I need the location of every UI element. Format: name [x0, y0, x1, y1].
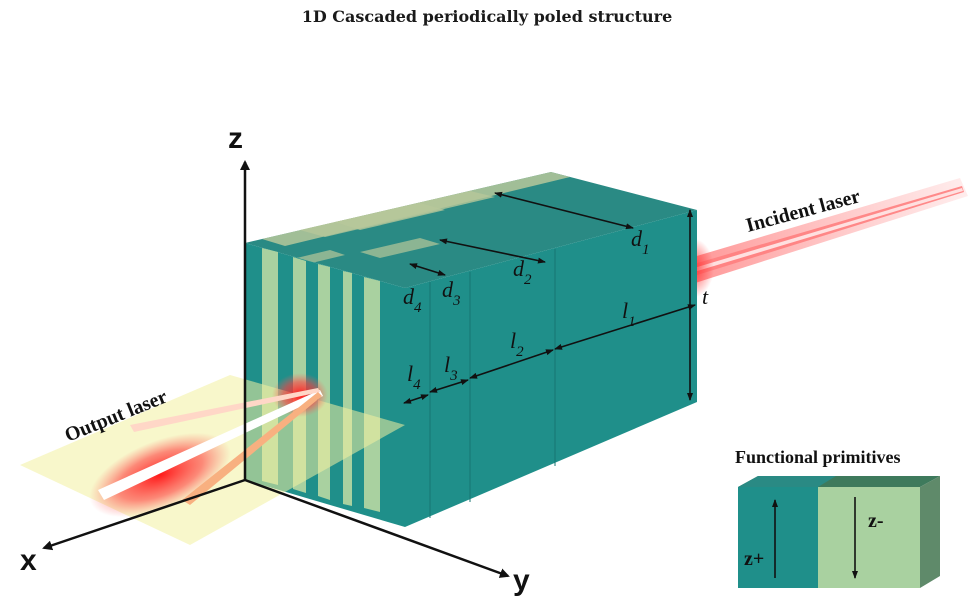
thickness-label: t	[702, 284, 709, 309]
d3-label: d3	[442, 277, 461, 309]
functional-primitives-title: Functional primitives	[735, 447, 901, 467]
l3-label: l3	[444, 352, 458, 384]
z-axis-label: z	[228, 122, 243, 155]
coordinate-axes	[42, 160, 510, 578]
incident-laser-beam	[670, 178, 968, 298]
l1-label: l1	[622, 298, 636, 330]
functional-primitive-block	[738, 476, 940, 588]
y-axis-label: y	[513, 564, 530, 597]
d4-label: d4	[403, 284, 422, 316]
l2-label: l2	[510, 328, 524, 360]
z-minus-label: z-	[868, 510, 884, 532]
x-axis-label: x	[20, 544, 37, 577]
z-plus-label: z+	[744, 548, 764, 570]
l4-label: l4	[407, 361, 421, 393]
dimension-arrows	[403, 191, 696, 404]
d2-label: d2	[513, 256, 532, 288]
d1-label: d1	[631, 226, 650, 258]
diagram-title: 1D Cascaded periodically poled structure	[302, 7, 673, 26]
output-laser-beams	[20, 373, 405, 545]
